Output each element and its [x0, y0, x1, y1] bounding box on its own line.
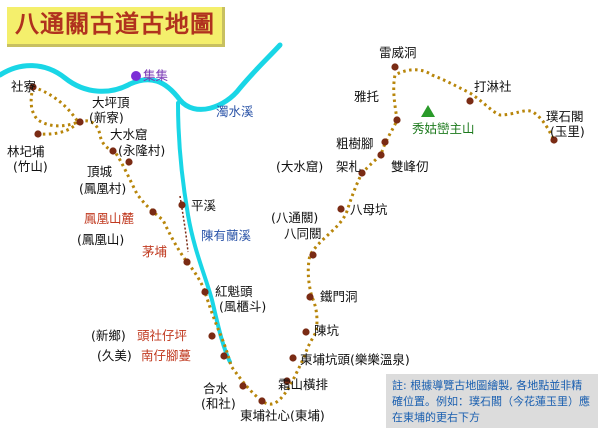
node-pingxi [178, 201, 186, 209]
place-label: (八通關) [271, 210, 319, 225]
place-label: 紅魁頭 [215, 284, 253, 299]
place-label: 陳坑 [314, 323, 340, 338]
place-label: 鳳凰山麓 [84, 211, 135, 226]
place-label: 架札 [336, 159, 362, 174]
map-title: 八通關古道古地圖 [4, 4, 222, 44]
jiji-label: 集集 [143, 68, 169, 83]
place-label: 打淋社 [474, 79, 512, 94]
jiji-dot-icon [131, 71, 141, 81]
node-batongguan [309, 251, 317, 259]
node-tiemendong [306, 293, 314, 301]
place-label: 東埔坑頭(樂樂溫泉) [300, 352, 410, 367]
place-label: 八同關 [284, 226, 322, 241]
node-dongpukengtou [289, 354, 297, 362]
node-chenkeng [302, 328, 310, 336]
place-label: 頭社仔坪 [137, 328, 188, 343]
node-leiweidong [391, 63, 399, 71]
node-yatuo [393, 116, 401, 124]
node-dapingding [76, 118, 84, 126]
place-label: (鳳凰村) [79, 181, 127, 196]
place-label: 璞石閣 [546, 109, 584, 124]
place-label: 粗樹腳 [336, 136, 374, 151]
node-shezhai [29, 83, 37, 91]
main-trail [29, 68, 556, 406]
place-label: 雅托 [354, 89, 380, 104]
place-label: (新鄉) [91, 328, 126, 343]
node-maopu [183, 258, 191, 266]
zhuoshui-river [0, 42, 283, 112]
node-hongkuitou [201, 288, 209, 296]
node-shuangfengren [377, 151, 385, 159]
place-label: (風櫃斗) [219, 299, 267, 314]
note-box: 註: 根據導覽古地圖繪製, 各地點並非精確位置。例如：璞石閣（今花蓮玉里）應在東… [386, 374, 598, 428]
place-label: 合水 [203, 381, 229, 396]
place-label: 雷威洞 [379, 45, 417, 60]
node-linqipu [34, 130, 42, 138]
place-label: 林圮埔 [7, 144, 45, 159]
place-label: 大水窟 [110, 127, 148, 142]
place-label: (鳳凰山) [77, 232, 125, 247]
place-label: (竹山) [13, 159, 48, 174]
place-label: 鐵門洞 [320, 289, 358, 304]
place-label: (久美) [97, 348, 132, 363]
node-dashuiku [109, 147, 117, 155]
place-label: (新寮) [89, 110, 124, 125]
node-dalinshe [466, 97, 474, 105]
place-label: (永隆村) [118, 143, 166, 158]
place-label: (玉里) [550, 124, 585, 139]
place-label: (和社) [201, 396, 236, 411]
trail-loop [32, 85, 80, 136]
trail-nodes [29, 63, 558, 405]
place-label: 八母坑 [350, 202, 388, 217]
node-bamukeng [337, 205, 345, 213]
river-label-chenyoulan: 陳有蘭溪 [201, 228, 252, 243]
chenyoulan-river [176, 101, 232, 364]
node-cushujiao [381, 138, 389, 146]
node-dingcheng [125, 158, 133, 166]
river-label-zhuoshui: 濁水溪 [216, 104, 254, 119]
place-label: 東埔社心(東埔) [240, 408, 325, 423]
place-label: 雙峰仞 [391, 159, 429, 174]
node-shuangshan [283, 377, 291, 385]
node-dongpu [258, 397, 266, 405]
node-nanzaijiaoman [220, 352, 228, 360]
place-label: 社寮 [11, 79, 37, 94]
place-label: (大水窟) [276, 159, 324, 174]
place-label: 大坪頂 [92, 95, 130, 110]
node-fenghuangshan [149, 208, 157, 216]
node-heshui [239, 382, 247, 390]
place-label: 霜山橫排 [278, 377, 329, 392]
triangle-mountain-icon [421, 105, 435, 117]
pingxi-stream [179, 195, 189, 253]
node-pushige [550, 136, 558, 144]
mountain-label: 秀姑巒主山 [412, 121, 475, 136]
node-toushezaiping [208, 332, 216, 340]
place-label: 平溪 [191, 198, 217, 213]
node-jiazha [358, 169, 366, 177]
place-label: 頂城 [87, 164, 113, 179]
place-label: 南仔腳蔓 [141, 348, 192, 363]
place-label: 茅埔 [142, 244, 168, 259]
